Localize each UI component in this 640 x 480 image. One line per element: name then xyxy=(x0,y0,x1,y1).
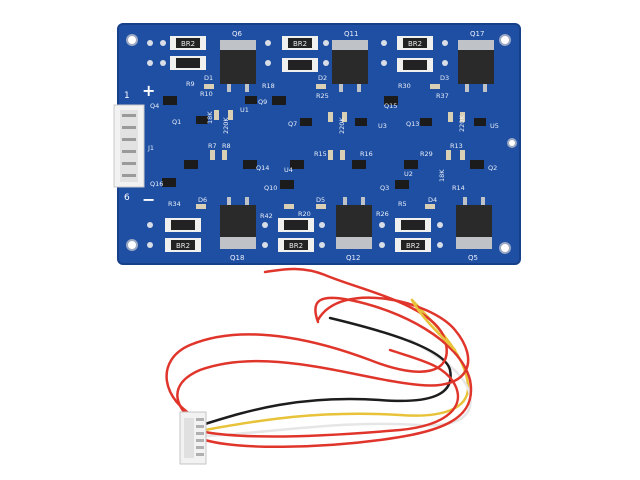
designator: R13 xyxy=(450,142,463,150)
resistor-code: BR2 xyxy=(176,242,190,250)
pcb-board: BR2 BR2 BR2 BR2 BR2 BR2 Q6 xyxy=(113,23,521,265)
solder-pads xyxy=(147,40,448,248)
mosfet-bottom-2: Q12 xyxy=(336,197,372,262)
wire-red xyxy=(203,296,473,448)
designator: R15 xyxy=(314,150,327,158)
harness-connector xyxy=(179,411,207,465)
designator: Q3 xyxy=(380,184,389,192)
resistor-code: BR2 xyxy=(293,40,307,48)
designator: D4 xyxy=(428,196,437,204)
designator: U1 xyxy=(240,106,249,114)
mosfet-label: Q5 xyxy=(468,254,478,262)
mounting-hole xyxy=(507,138,517,148)
mosfet-top-3: Q17 xyxy=(458,30,494,92)
designator: R5 xyxy=(398,200,407,208)
minus-label: − xyxy=(142,190,155,209)
mounting-hole xyxy=(499,34,511,46)
designator: Q4 xyxy=(150,102,159,110)
designator: R42 xyxy=(260,212,273,220)
mosfet-top-1: Q6 xyxy=(220,30,256,92)
wire-red xyxy=(165,267,448,422)
designator: Q16 xyxy=(150,180,163,188)
mosfet-label: Q18 xyxy=(230,254,244,262)
designator: D6 xyxy=(198,196,207,204)
designator: R18 xyxy=(262,82,275,90)
wire-black xyxy=(203,316,452,426)
designator: R7 xyxy=(208,142,217,150)
value-label: 18K xyxy=(206,111,214,124)
plus-label: + xyxy=(142,81,155,100)
small-components xyxy=(162,96,486,189)
value-label: 220K xyxy=(338,117,346,134)
designator: U5 xyxy=(490,122,499,130)
designator: R30 xyxy=(398,82,411,90)
designator: R16 xyxy=(360,150,373,158)
designator: U2 xyxy=(404,170,413,178)
mosfet-label: Q17 xyxy=(470,30,484,38)
resistor-code: BR2 xyxy=(408,40,422,48)
value-label: 220K xyxy=(458,115,466,132)
designator: Q10 xyxy=(264,184,277,192)
resistor-code: BR2 xyxy=(181,40,195,48)
resistor-group-top: BR2 BR2 BR2 xyxy=(170,36,433,72)
silkscreen-text: R9 R10 D1 R18 R25 D2 R30 R37 D3 Q4 Q1 U1… xyxy=(150,74,499,220)
designator: D5 xyxy=(316,196,325,204)
designator: D1 xyxy=(204,74,213,82)
designator: Q2 xyxy=(488,164,497,172)
designator: U3 xyxy=(378,122,387,130)
wire-red xyxy=(203,348,460,438)
designator: R14 xyxy=(452,184,465,192)
connector-designator: J1 xyxy=(147,144,154,152)
designator: U4 xyxy=(284,166,293,174)
designator: Q1 xyxy=(172,118,181,126)
designator: Q14 xyxy=(256,164,269,172)
mosfet-bottom-3: Q5 xyxy=(456,197,492,262)
designator: R34 xyxy=(168,200,181,208)
small-passives xyxy=(196,84,465,209)
resistor-code: BR2 xyxy=(406,242,420,250)
designator: R25 xyxy=(316,92,329,100)
wire-white xyxy=(203,338,472,438)
mosfet-top-2: Q11 xyxy=(332,30,368,92)
value-label: 220K xyxy=(222,117,230,134)
designator: R10 xyxy=(200,90,213,98)
wire-yellow-end xyxy=(410,298,457,352)
designator: R29 xyxy=(420,150,433,158)
resistor-group-bottom: BR2 BR2 BR2 xyxy=(165,218,431,252)
designator: R8 xyxy=(222,142,231,150)
designator: R37 xyxy=(436,92,449,100)
designator: R9 xyxy=(186,80,195,88)
mounting-hole xyxy=(126,34,138,46)
mosfet-label: Q12 xyxy=(346,254,360,262)
designator: R26 xyxy=(376,210,389,218)
mosfet-label: Q11 xyxy=(344,30,358,38)
resistor-code: BR2 xyxy=(289,242,303,250)
wire-red xyxy=(176,296,470,428)
designator: D2 xyxy=(318,74,327,82)
designator: Q13 xyxy=(406,120,419,128)
wire-harness xyxy=(165,267,473,465)
board-connector xyxy=(113,104,145,188)
mosfet-bottom-1: Q18 xyxy=(220,197,256,262)
mosfet-label: Q6 xyxy=(232,30,243,38)
value-label: 18K xyxy=(438,169,446,182)
mounting-hole xyxy=(499,242,511,254)
pin-1-label: 1 xyxy=(124,91,130,101)
pin-6-label: 6 xyxy=(124,193,130,203)
designator: R20 xyxy=(298,210,311,218)
designator: Q15 xyxy=(384,102,397,110)
mounting-hole xyxy=(126,239,138,251)
designator: Q9 xyxy=(258,98,267,106)
designator: Q7 xyxy=(288,120,297,128)
designator: D3 xyxy=(440,74,449,82)
